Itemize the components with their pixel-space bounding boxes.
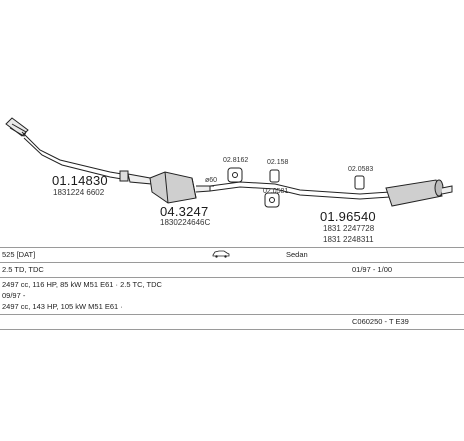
mount-2-number: 02.158 <box>267 159 289 166</box>
pipe-diameter-label: ø60 <box>205 177 218 184</box>
mount-4-number: 02.0583 <box>348 166 374 173</box>
mount-4-drawing <box>354 175 365 190</box>
front-pipe-drawing <box>5 117 129 182</box>
engine-1-text: 2.5 TD, TDC <box>2 265 44 274</box>
info-row-year-from: 09/97 - <box>0 290 464 302</box>
mount-3-drawing <box>264 192 280 208</box>
catalyst-number: 04.3247 <box>160 204 209 219</box>
info-row-code: C060250 - T E39 <box>0 316 464 328</box>
rear-silencer-number: 01.96540 <box>320 209 376 224</box>
info-row-model: 525 [DAT] Sedan <box>0 249 464 261</box>
front-pipe-oem: 1831224 6602 <box>53 188 105 197</box>
years-text: 01/97 - 1/00 <box>352 265 393 274</box>
engine-3-text: 2497 cc, 143 HP, 105 kW M51 E61 · <box>2 302 123 311</box>
info-row-engine-1: 2.5 TD, TDC 01/97 - 1/00 <box>0 264 464 276</box>
mount-1-number: 02.8162 <box>223 157 249 164</box>
exhaust-system-diagram <box>5 117 453 208</box>
engine-2-text: 2497 cc, 116 HP, 85 kW M51 E61 · 2.5 TC,… <box>2 280 162 289</box>
mount-3-number: 02.0581 <box>263 188 289 195</box>
info-row-engine-3: 2497 cc, 143 HP, 105 kW M51 E61 · <box>0 301 464 313</box>
body-type-text: Sedan <box>286 250 308 259</box>
mount-1-drawing <box>227 167 243 183</box>
rear-silencer-oem-1: 1831 2247728 <box>323 224 375 233</box>
catalyst-oem: 1830224646C <box>160 218 211 227</box>
info-row-engine-2: 2497 cc, 116 HP, 85 kW M51 E61 · 2.5 TC,… <box>0 279 464 291</box>
rear-silencer-drawing <box>385 179 453 207</box>
year-from-text: 09/97 - <box>2 291 26 300</box>
car-icon <box>212 249 230 262</box>
catalyst-drawing <box>127 171 211 204</box>
rear-silencer-oem-2: 1831 2248311 <box>323 235 374 244</box>
mount-2-drawing <box>269 169 280 183</box>
code-text: C060250 - T E39 <box>352 317 409 326</box>
front-pipe-number: 01.14830 <box>52 173 108 188</box>
model-text: 525 [DAT] <box>2 250 36 259</box>
